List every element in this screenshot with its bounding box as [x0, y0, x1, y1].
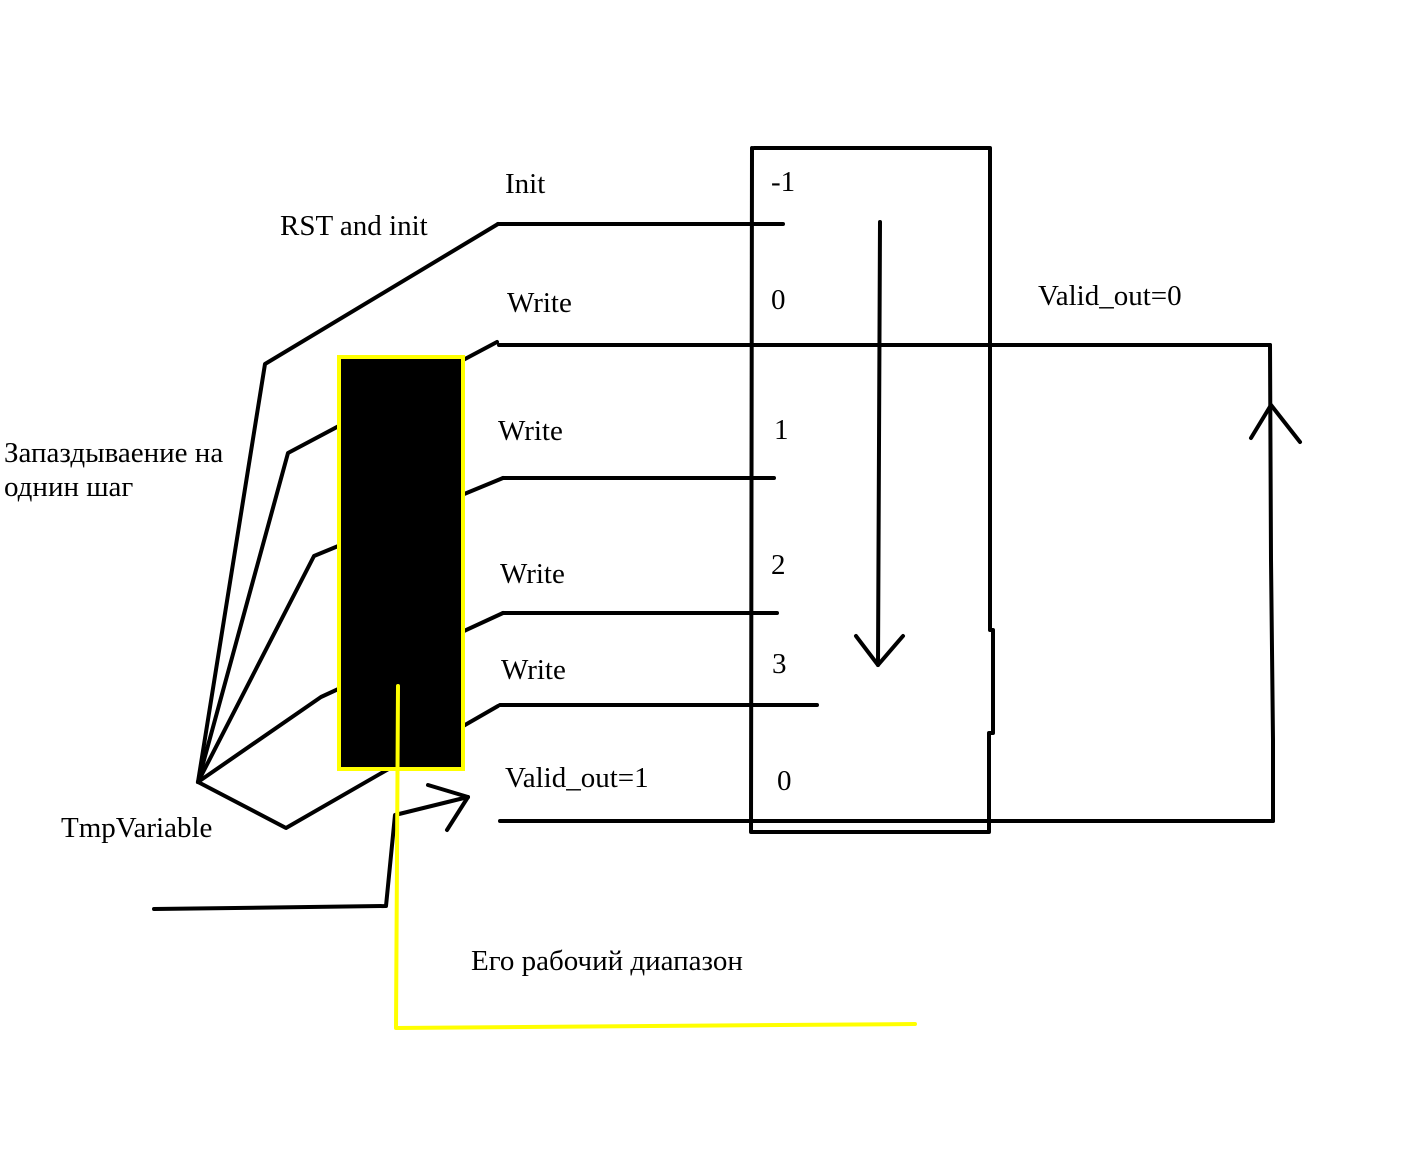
- stage-label-write-0: Write: [507, 287, 572, 319]
- stage-label-write-2: Write: [500, 558, 565, 590]
- working-range-highlight: [337, 355, 917, 1030]
- stage-value-write-3: 3: [772, 648, 787, 680]
- down-arrow: [854, 220, 905, 667]
- tmp-variable-label: TmpVariable: [61, 812, 213, 844]
- register-box: [749, 146, 995, 834]
- input-arrow: [152, 783, 470, 911]
- delay-note-label: Запаздываение на однин шаг: [4, 437, 224, 503]
- stage-label-write-1: Write: [498, 415, 563, 447]
- stage-lines: [496, 222, 1275, 823]
- stage-label-init: Init: [505, 168, 546, 200]
- stage-value-write-1: 1: [774, 414, 789, 446]
- stage-label-write-3: Write: [501, 654, 566, 686]
- valid-out-0-label: Valid_out=0: [1038, 280, 1182, 312]
- stage-label-valid-out-1: Valid_out=1: [505, 762, 649, 794]
- stage-value-init: -1: [771, 166, 796, 198]
- feedback-loop: [1249, 343, 1302, 823]
- stage-value-valid-out: 0: [777, 765, 792, 797]
- rst-and-init-label: RST and init: [280, 210, 428, 242]
- stage-value-write-0: 0: [771, 284, 786, 316]
- stage-value-write-2: 2: [771, 549, 786, 581]
- working-range-label: Его рабочий диапазон: [471, 945, 743, 977]
